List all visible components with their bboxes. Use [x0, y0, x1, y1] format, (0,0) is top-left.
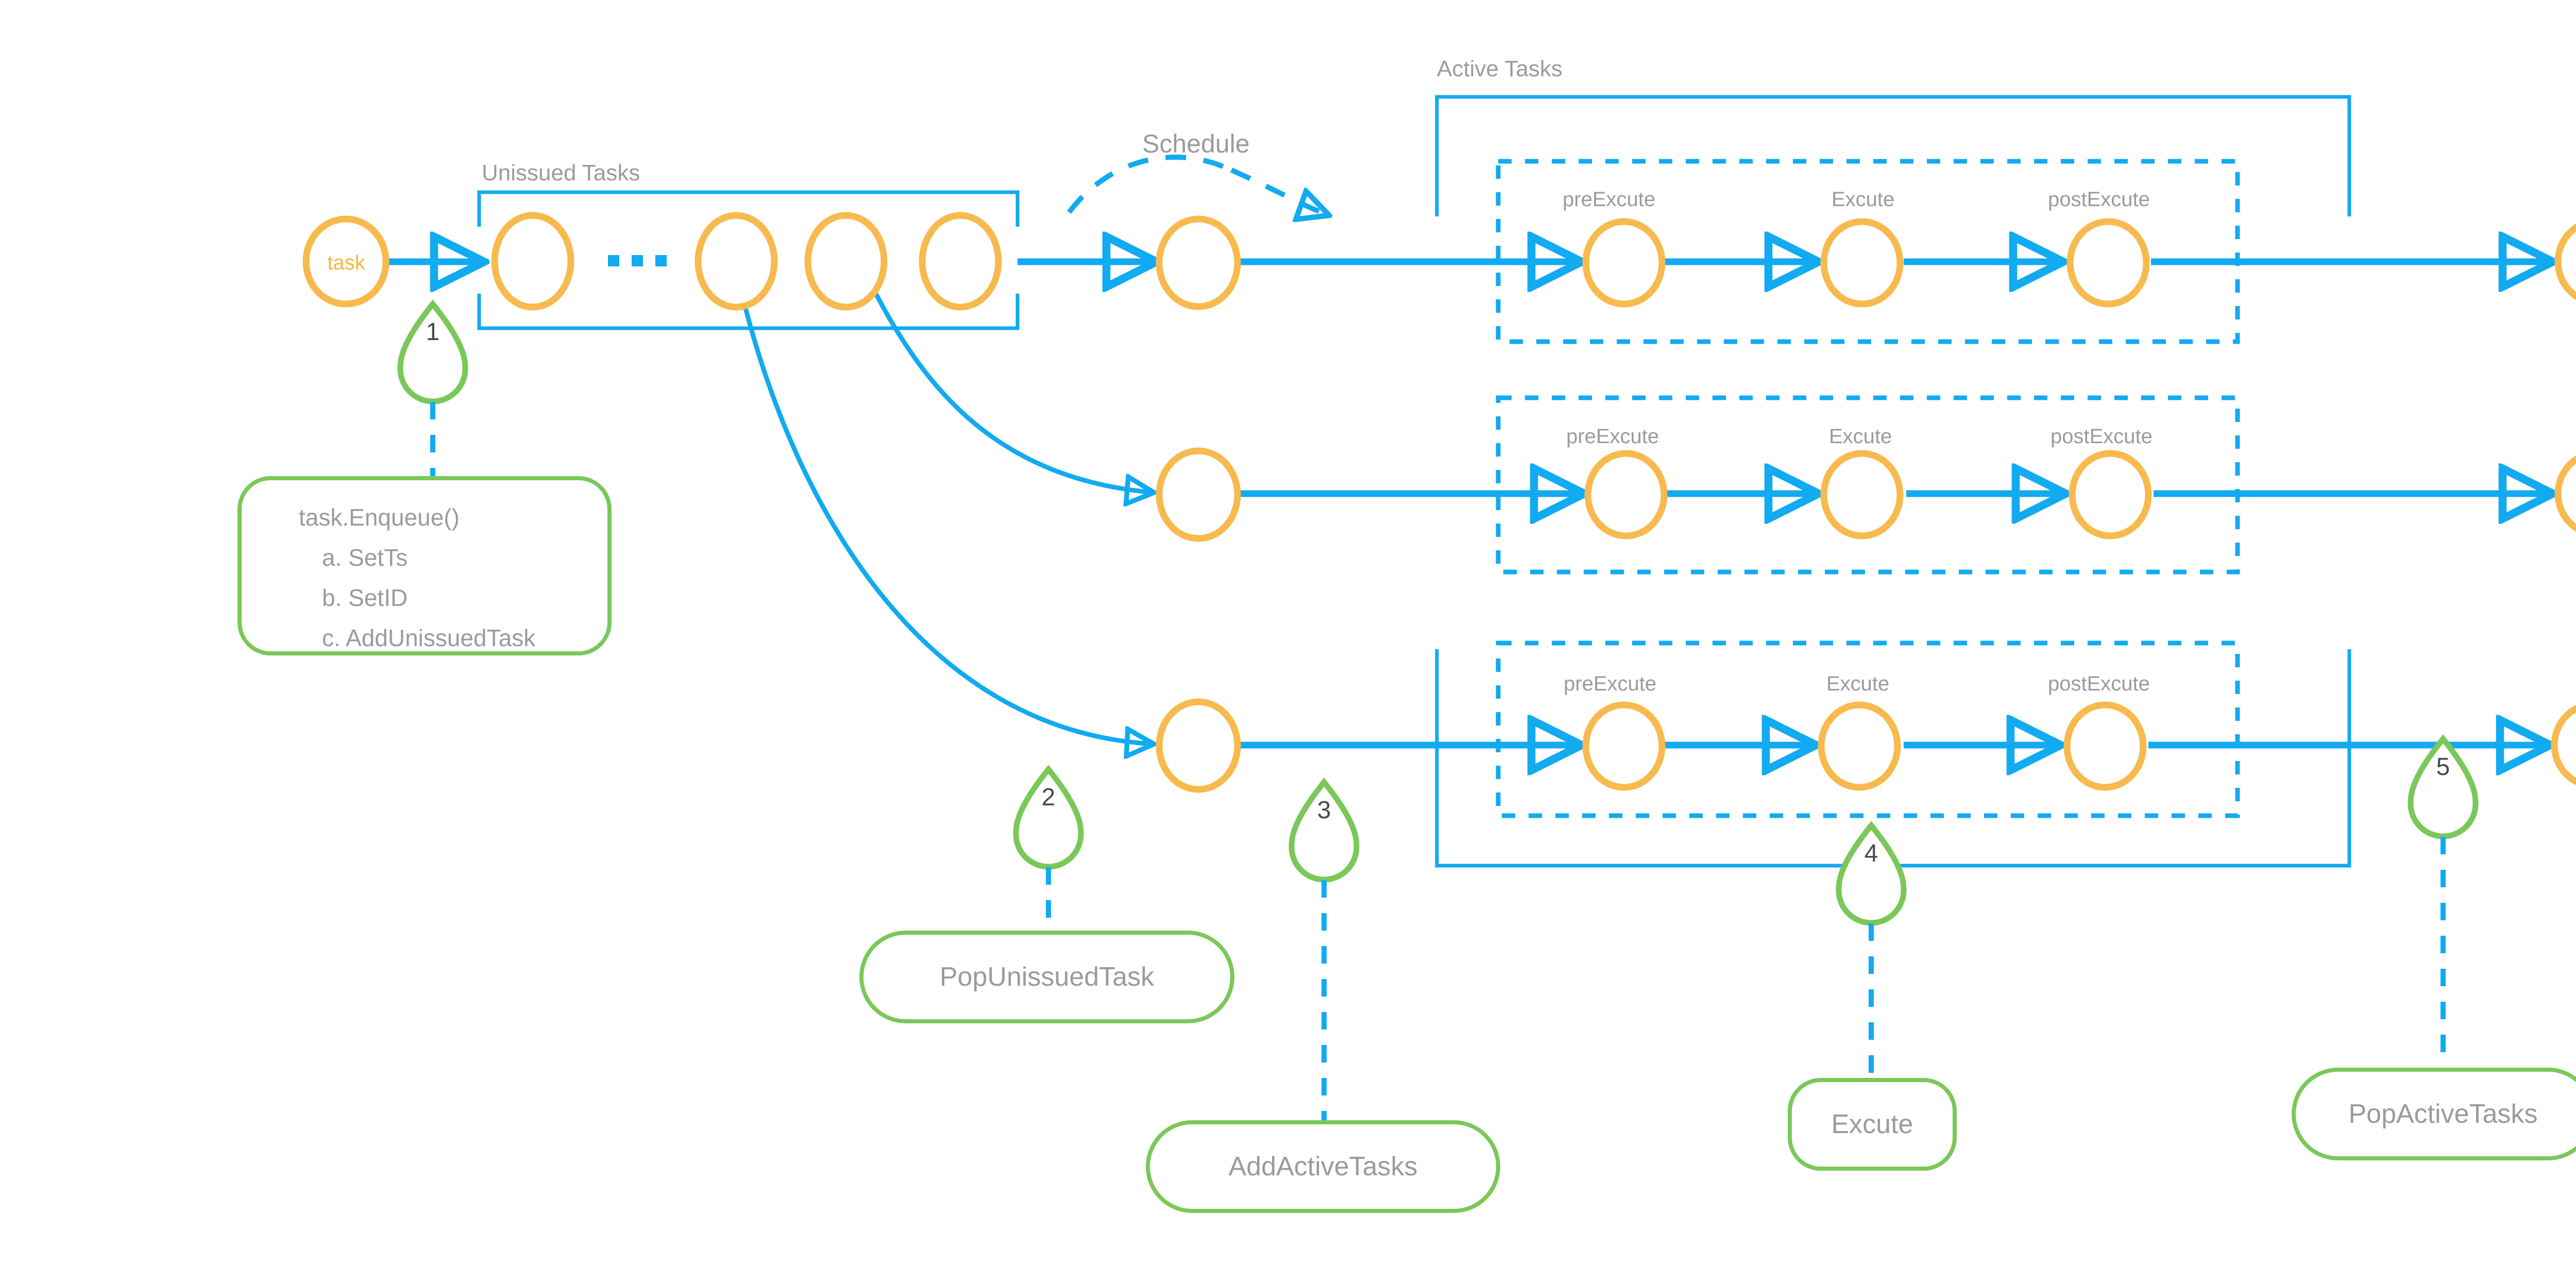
marker-2-number: 2 [1042, 784, 1056, 811]
marker-1[interactable]: 1 [397, 299, 468, 404]
stage-label-pre-row1: preExcute [1563, 188, 1655, 211]
queue-ellipsis-icon [608, 255, 667, 266]
node-task-label: task [327, 251, 365, 274]
callout-enqueue[interactable]: task.Enqueue() a. SetTs b. SetID c. AddU… [238, 476, 612, 655]
callout-pop-active[interactable]: PopActiveTasks [2292, 1068, 2576, 1160]
row1-entry-node[interactable] [1156, 215, 1241, 310]
callout-pop-unissued-label: PopUnissuedTask [940, 962, 1155, 992]
callout-enqueue-c: c. AddUnissuedTask [322, 625, 536, 651]
queue-node-1[interactable] [491, 212, 574, 311]
queue-branch-curves [739, 292, 1154, 744]
stage-label-exec-row3: Excute [1826, 672, 1889, 695]
row2-exit-node[interactable] [2554, 452, 2576, 535]
queue-node-4[interactable] [919, 212, 1002, 311]
marker-5[interactable]: 5 [2408, 734, 2479, 839]
curve-to-row2 [874, 292, 1154, 493]
callout-add-active[interactable]: AddActiveTasks [1146, 1120, 1500, 1213]
schedule-dashed-arrow [1067, 155, 1329, 215]
node-task[interactable] [302, 215, 389, 308]
curve-to-row3 [739, 293, 1154, 744]
marker-5-number: 5 [2436, 753, 2450, 781]
row2-post-node[interactable] [2069, 450, 2152, 539]
stage-box-row1 [1496, 159, 2240, 344]
schedule-arc-right [1230, 167, 1329, 215]
callout-enqueue-a: a. SetTs [322, 544, 408, 571]
callout-add-active-label: AddActiveTasks [1228, 1152, 1417, 1182]
stage-label-post-row2: postExcute [2050, 425, 2153, 448]
marker-4-number: 4 [1865, 840, 1878, 867]
callout-excute[interactable]: Excute [1788, 1078, 1957, 1171]
schedule-arc-left [1067, 155, 1233, 214]
row3-post-node[interactable] [2063, 701, 2147, 791]
row1-exec-node[interactable] [1820, 218, 1904, 308]
callout-pop-unissued[interactable]: PopUnissuedTask [859, 931, 1234, 1023]
callout-enqueue-title: task.Enqueue() [299, 504, 460, 531]
stage-label-post-row3: postExcute [2048, 672, 2150, 695]
stage-boxes [1496, 159, 2240, 818]
row2-exec-node[interactable] [1820, 450, 1904, 539]
callout-pop-active-label: PopActiveTasks [2348, 1099, 2537, 1129]
marker-3[interactable]: 3 [1289, 778, 1360, 883]
row1-exit-node[interactable] [2554, 221, 2576, 303]
row2-entry-node[interactable] [1156, 447, 1241, 542]
row3-exec-node[interactable] [1818, 701, 1901, 791]
queue-node-2[interactable] [694, 212, 778, 311]
callout-enqueue-b: b. SetID [322, 584, 408, 611]
callout-excute-label: Excute [1832, 1109, 1913, 1139]
marker-1-number: 1 [426, 318, 440, 346]
unissued-tasks-bracket [477, 190, 1020, 330]
stage-label-pre-row3: preExcute [1564, 672, 1656, 695]
marker-2[interactable]: 2 [1013, 765, 1084, 870]
schedule-label: Schedule [1142, 129, 1250, 158]
active-tasks-label: Active Tasks [1437, 56, 1563, 81]
marker-4[interactable]: 4 [1836, 821, 1907, 926]
unissued-tasks-label: Unissued Tasks [482, 160, 640, 185]
row1-pre-node[interactable] [1582, 218, 1666, 308]
row3-entry-node[interactable] [1156, 698, 1241, 793]
stage-label-pre-row2: preExcute [1566, 425, 1659, 448]
stage-label-exec-row1: Excute [1832, 188, 1894, 211]
stage-label-post-row1: postExcute [2048, 188, 2150, 211]
marker-3-number: 3 [1317, 797, 1331, 824]
stage-label-exec-row2: Excute [1829, 425, 1892, 448]
row1-post-node[interactable] [2066, 218, 2150, 308]
queue-node-3[interactable] [804, 212, 888, 311]
row3-exit-node[interactable] [2551, 704, 2576, 786]
row2-pre-node[interactable] [1584, 450, 1668, 539]
row3-pre-node[interactable] [1582, 701, 1666, 791]
